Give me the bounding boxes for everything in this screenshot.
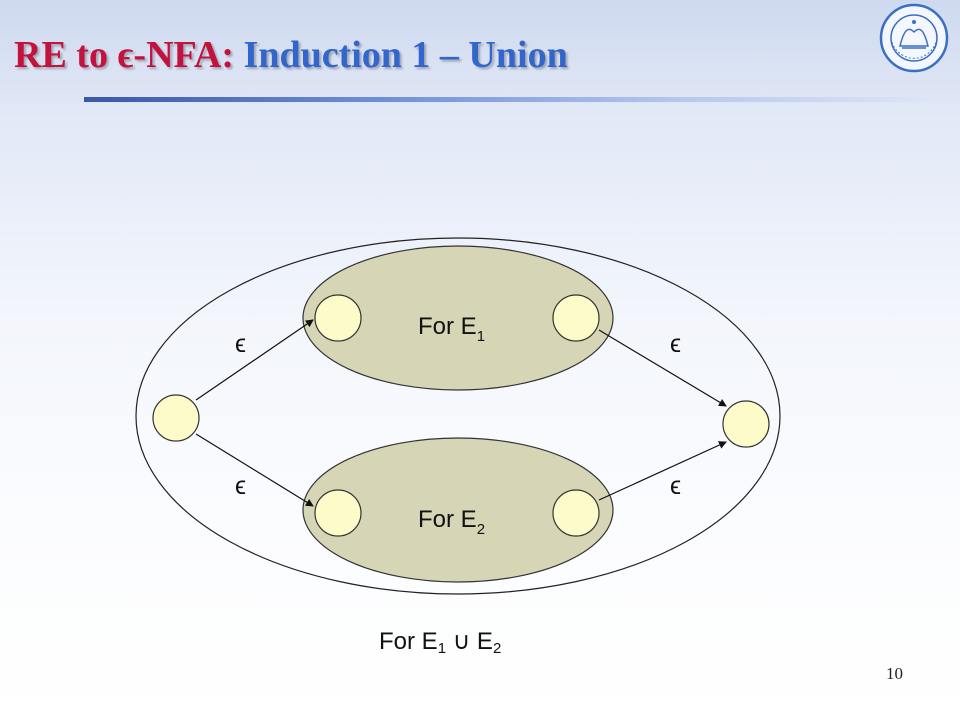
epsilon-transition-start-to-e1	[195, 319, 314, 401]
start-state	[152, 394, 200, 442]
epsilon-transition-start-to-e2	[195, 433, 314, 507]
final-state	[722, 400, 770, 448]
page-number: 10	[886, 664, 903, 683]
title-topic: Induction 1 – Union	[243, 34, 568, 76]
e1-accept-state	[552, 294, 600, 342]
caption-text: For E	[379, 628, 438, 655]
caption-union-operator: ∪ E	[446, 628, 493, 655]
university-seal-logo	[879, 3, 949, 73]
epsilon-label-start-e1: ϵ	[235, 330, 246, 358]
e2-accept-state	[552, 489, 600, 537]
epsilon-transition-e1-to-final	[598, 329, 727, 407]
caption-subscript-2: 2	[492, 640, 502, 657]
e1-start-state	[314, 294, 362, 342]
epsilon-label-e1-final: ϵ	[670, 330, 681, 358]
e2-block-label: For E2	[418, 506, 485, 538]
e1-nfa-block	[302, 245, 614, 391]
e2-nfa-block	[302, 437, 614, 583]
epsilon-label-start-e2: ϵ	[235, 472, 246, 500]
caption-subscript-1: 1	[437, 640, 447, 657]
title-prefix: RE to ϵ-NFA:	[14, 34, 244, 76]
epsilon-transition-e2-to-final	[598, 441, 727, 501]
slide-title: RE to ϵ-NFA: Induction 1 – Union	[14, 36, 568, 74]
union-caption: For E1 ∪ E2	[379, 628, 502, 657]
title-underline	[84, 97, 940, 102]
union-outer-boundary	[135, 237, 781, 595]
epsilon-label-e2-final: ϵ	[670, 472, 681, 500]
e1-block-label: For E1	[418, 313, 485, 345]
e2-start-state	[314, 489, 362, 537]
